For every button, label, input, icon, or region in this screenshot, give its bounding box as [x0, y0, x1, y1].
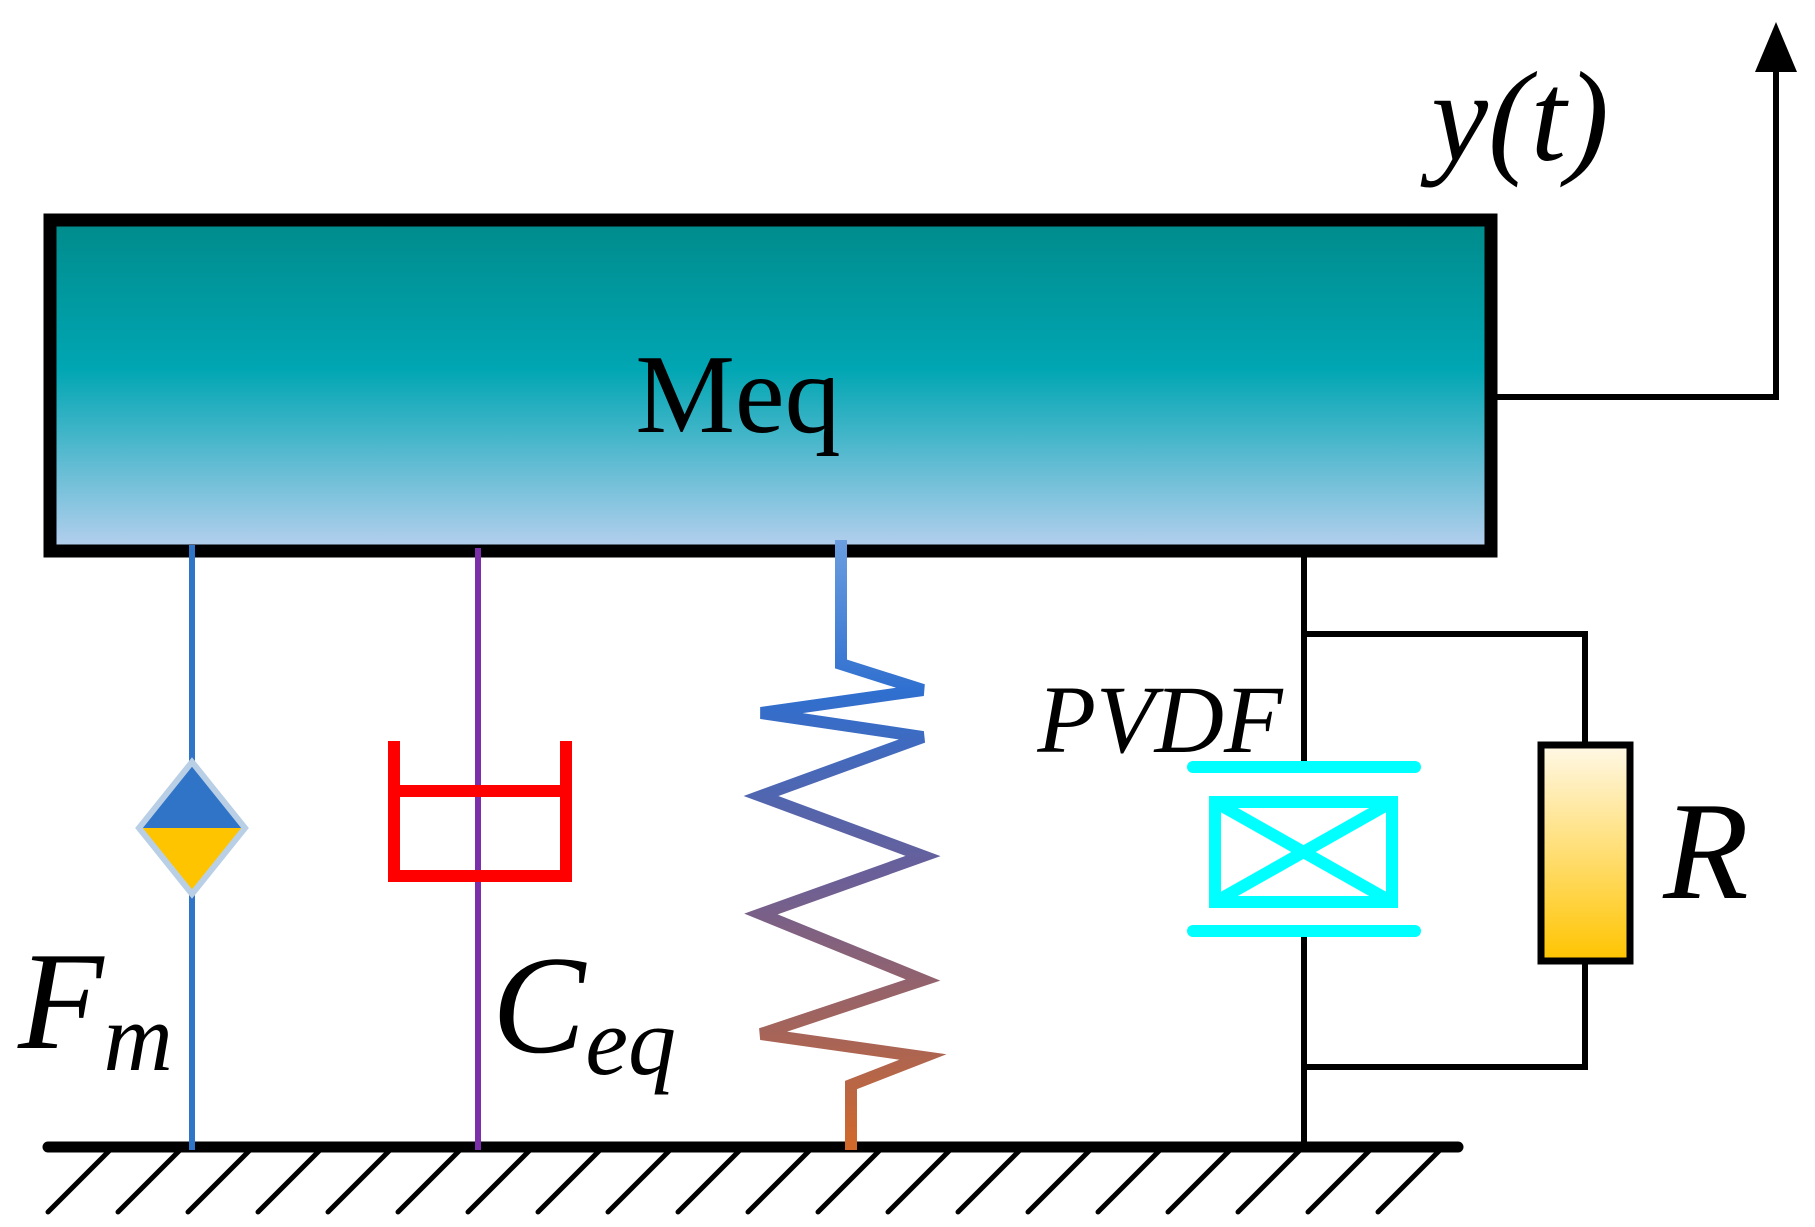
resistor — [1537, 741, 1634, 965]
hatch-mark — [1165, 1147, 1233, 1215]
force-label-main: F — [17, 924, 105, 1079]
resistor-wire-bottom — [1304, 961, 1588, 1070]
hatch-mark — [885, 1147, 953, 1215]
mass-block — [43, 213, 1498, 558]
hatch-mark — [955, 1147, 1023, 1215]
force-label-sub: m — [104, 984, 173, 1091]
hatch-mark — [465, 1147, 533, 1215]
hatch-mark — [255, 1147, 323, 1215]
hatch-mark — [605, 1147, 673, 1215]
hatch-mark — [45, 1147, 113, 1215]
piezo-label: PVDF — [1036, 666, 1284, 773]
hatch-mark — [1235, 1147, 1303, 1215]
ground-hatching — [45, 1147, 1443, 1215]
hatch-mark — [675, 1147, 743, 1215]
hatch-mark — [535, 1147, 603, 1215]
hatch-mark — [115, 1147, 183, 1215]
hatch-mark — [1095, 1147, 1163, 1215]
hatch-mark — [325, 1147, 393, 1215]
hatch-mark — [1025, 1147, 1093, 1215]
hatch-mark — [185, 1147, 253, 1215]
displacement-label: y(t) — [1420, 46, 1609, 188]
hatch-mark — [815, 1147, 883, 1215]
piezo-element — [1187, 761, 1421, 937]
resistor-label: R — [1662, 774, 1749, 929]
mass-label: Meq — [635, 333, 840, 457]
damper-label: Ceq — [492, 928, 676, 1095]
spring-coil — [743, 540, 947, 1150]
force-source-diamond — [135, 757, 249, 899]
hatch-mark — [745, 1147, 813, 1215]
hatch-mark — [1305, 1147, 1373, 1215]
force-label: Fm — [17, 924, 173, 1091]
damper-label-main: C — [492, 928, 587, 1083]
resistor-wire-top — [1304, 631, 1588, 745]
damper-label-sub: eq — [585, 988, 676, 1095]
displacement-wire — [1491, 68, 1779, 400]
hatch-mark — [1375, 1147, 1443, 1215]
hatch-mark — [395, 1147, 463, 1215]
displacement-arrowhead — [1755, 22, 1797, 72]
damper-cup — [388, 741, 572, 882]
